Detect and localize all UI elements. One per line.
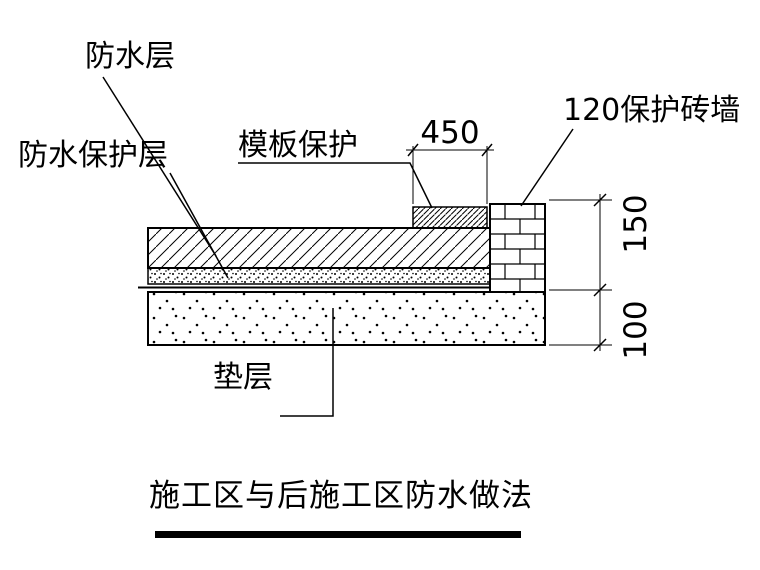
dimension-tick (593, 338, 607, 352)
leader-cushion-layer (280, 308, 334, 417)
formwork-protection-section (412, 206, 488, 229)
cushion-layer-section (147, 291, 546, 346)
dimension-tick (481, 143, 493, 157)
label-waterproof-protection-layer: 防水保护层 (18, 138, 168, 173)
slab-section (147, 227, 491, 269)
drawing-title: 施工区与后施工区防水做法 (149, 478, 533, 514)
dimension-top: 450 (406, 115, 494, 204)
dimension-right: 150 100 (549, 193, 654, 360)
leader-waterproof-layer (102, 76, 217, 257)
leader-waterproof-protection-layer (169, 172, 229, 279)
leader-formwork-protection (238, 162, 433, 209)
dimension-tick (407, 143, 419, 157)
dimension-tick (593, 283, 607, 297)
dimension-right-lower-text: 100 (618, 300, 654, 359)
label-cushion-layer: 垫层 (213, 360, 273, 395)
leader-brick-wall (520, 128, 574, 207)
brick-wall-section (489, 203, 546, 293)
label-protection-brick-wall: 120保护砖墙 (563, 93, 740, 128)
label-waterproof-layer: 防水层 (85, 39, 175, 74)
title-underline (155, 531, 521, 538)
label-formwork-protection: 模板保护 (238, 128, 358, 163)
dimension-right-upper-text: 150 (618, 194, 654, 253)
dimension-tick (593, 193, 607, 207)
waterproof-protection-layer-section (147, 267, 491, 285)
dimension-top-text: 450 (420, 115, 479, 151)
